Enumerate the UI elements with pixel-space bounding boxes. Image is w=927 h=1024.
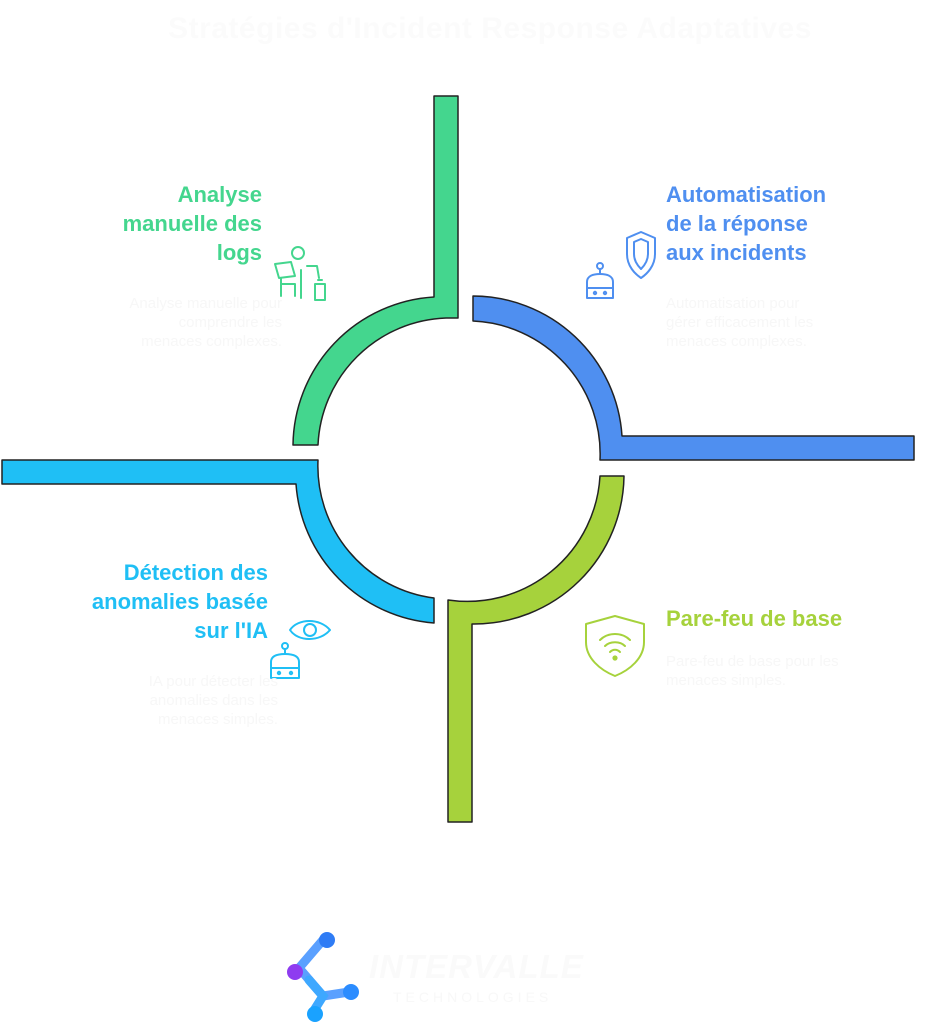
automation-heading: Automatisation de la réponse aux inciden…: [666, 182, 827, 265]
brand-tagline: TECHNOLOGIES: [393, 989, 553, 1005]
robot-eye-icon: [270, 620, 331, 679]
manual-analysis-heading: Analyse manuelle des logs: [122, 182, 262, 265]
wifi-shield-icon: [585, 615, 645, 677]
person-laptop-icon: [274, 246, 326, 301]
molecule-logo-icon: [287, 932, 359, 1022]
arm-blue: [472, 295, 915, 461]
page-title: Stratégies d'Incident Response Adaptativ…: [168, 12, 812, 45]
robot-shield-icon: [586, 231, 656, 299]
manual-analysis-description: Analyse manuelle pour comprendre les men…: [129, 295, 282, 350]
brand-name: INTERVALLE: [369, 948, 584, 985]
arm-green: [292, 95, 459, 446]
arm-cyan: [1, 459, 435, 624]
ai-detection-heading: Détection des anomalies basée sur l'IA: [91, 560, 268, 643]
firewall-heading: Pare-feu de base: [666, 606, 843, 631]
ai-detection-description: IA pour détecter les anomalies dans les …: [148, 673, 278, 728]
automation-description: Automatisation pour gérer efficacement l…: [666, 295, 814, 350]
arm-lime: [447, 475, 625, 823]
firewall-description: Pare-feu de base pour les menaces simple…: [666, 653, 839, 689]
